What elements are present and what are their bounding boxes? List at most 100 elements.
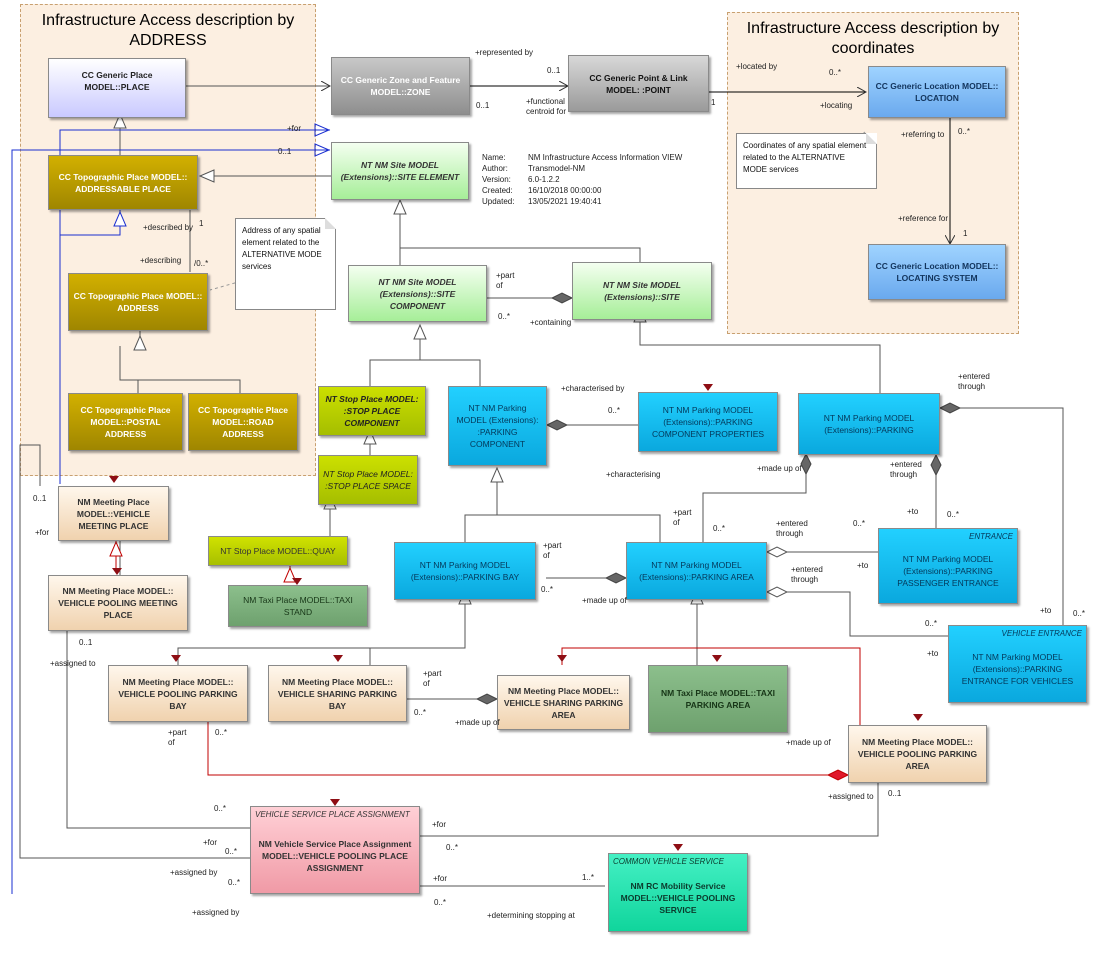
mobility-service-stereotype: COMMON VEHICLE SERVICE — [613, 857, 724, 866]
vehicle-pooling-parking-bay-label: NM Meeting Place MODEL:: VEHICLE POOLING… — [118, 676, 238, 711]
site-box[interactable]: NT NM Site MODEL (Extensions)::SITE — [572, 262, 712, 320]
meta-name-label: Name: — [482, 153, 506, 162]
quay-box[interactable]: NT Stop Place MODEL::QUAY — [208, 536, 348, 566]
taxi-stand-box[interactable]: NM Taxi Place MODEL::TAXI STAND — [228, 585, 368, 627]
vehicle-pooling-service-box[interactable]: COMMON VEHICLE SERVICE NM RC Mobility Se… — [608, 853, 748, 932]
cc-location-box[interactable]: CC Generic Location MODEL:: LOCATION — [868, 66, 1006, 118]
meta-updated-label: Updated: — [482, 197, 515, 206]
multiplicity-label: 0..* — [853, 519, 866, 528]
package-address-title: Infrastructure Access description by ADD… — [41, 12, 295, 49]
multiplicity-label: 0..* — [214, 804, 227, 813]
vehicle-sharing-parking-area-box[interactable]: NM Meeting Place MODEL:: VEHICLE SHARING… — [497, 675, 630, 730]
vehicle-sharing-parking-bay-box[interactable]: NM Meeting Place MODEL:: VEHICLE SHARING… — [268, 665, 407, 722]
site-element-box[interactable]: NT NM Site MODEL (Extensions)::SITE ELEM… — [331, 142, 469, 200]
role-label: +made up of — [757, 464, 802, 473]
parking-entrance-vehicles-box[interactable]: VEHICLE ENTRANCE NT NM Parking MODEL (Ex… — [948, 625, 1087, 703]
cc-point-box[interactable]: CC Generic Point & Link MODEL: :POINT — [568, 55, 709, 112]
mobility-service-label: NM RC Mobility Service MODEL::VEHICLE PO… — [620, 880, 736, 915]
parking-passenger-entrance-box[interactable]: ENTRANCE NT NM Parking MODEL (Extensions… — [878, 528, 1018, 604]
meta-created: 16/10/2018 00:00:00 — [528, 186, 602, 195]
stop-place-space-box[interactable]: NT Stop Place MODEL: :STOP PLACE SPACE — [318, 455, 418, 505]
multiplicity-label: 1..* — [582, 873, 595, 882]
role-label: +reference for — [898, 214, 949, 223]
role-label: +assigned to — [828, 792, 874, 801]
role-label: +characterised by — [561, 384, 625, 393]
multiplicity-label: 1 — [711, 98, 716, 107]
multiplicity-label: 0..* — [215, 728, 228, 737]
role-label: +entered through — [958, 372, 990, 391]
role-label: +to — [1040, 606, 1052, 615]
cc-generic-place-label: CC Generic Place MODEL::PLACE — [81, 70, 153, 92]
role-label: +for — [35, 528, 50, 537]
multiplicity-label: /0..* — [194, 259, 209, 268]
vehicle-meeting-place-box[interactable]: NM Meeting Place MODEL::VEHICLE MEETING … — [58, 486, 169, 541]
role-label: +referring to — [901, 130, 945, 139]
parking-box[interactable]: NT NM Parking MODEL (Extensions)::PARKIN… — [798, 393, 940, 455]
parking-component-box[interactable]: NT NM Parking MODEL (Extensions): :PARKI… — [448, 386, 547, 466]
cc-point-label: CC Generic Point & Link MODEL: :POINT — [589, 72, 688, 95]
address-label: CC Topographic Place MODEL:: ADDRESS — [73, 291, 203, 313]
parking-area-label: NT NM Parking MODEL (Extensions)::PARKIN… — [639, 560, 754, 582]
multiplicity-label: 1 — [199, 219, 204, 228]
taxi-parking-area-label: NM Taxi Place MODEL::TAXI PARKING AREA — [661, 688, 775, 710]
role-label: +part of — [423, 669, 442, 688]
cc-zone-box[interactable]: CC Generic Zone and Feature MODEL::ZONE — [331, 57, 470, 115]
vehicle-sharing-parking-area-label: NM Meeting Place MODEL:: VEHICLE SHARING… — [503, 685, 624, 720]
taxi-parking-area-box[interactable]: NM Taxi Place MODEL::TAXI PARKING AREA — [648, 665, 788, 733]
role-label: +to — [927, 649, 939, 658]
cc-locating-system-box[interactable]: CC Generic Location MODEL:: LOCATING SYS… — [868, 244, 1006, 300]
parking-entrance-vehicles-label: NT NM Parking MODEL (Extensions)::PARKIN… — [961, 652, 1074, 686]
role-label: +for — [432, 820, 447, 829]
multiplicity-label: 0..* — [1073, 609, 1086, 618]
meta-author-label: Author: — [482, 164, 508, 173]
vehicle-pooling-parking-area-box[interactable]: NM Meeting Place MODEL:: VEHICLE POOLING… — [848, 725, 987, 783]
multiplicity-label: 0..* — [225, 847, 238, 856]
multiplicity-label: 0..* — [446, 843, 459, 852]
role-label: +part of — [168, 728, 187, 747]
vehicle-pooling-parking-bay-box[interactable]: NM Meeting Place MODEL:: VEHICLE POOLING… — [108, 665, 248, 722]
road-address-box[interactable]: CC Topographic Place MODEL::ROAD ADDRESS — [188, 393, 298, 451]
multiplicity-label: 0..* — [541, 585, 554, 594]
role-label: +made up of — [455, 718, 500, 727]
site-element-label: NT NM Site MODEL (Extensions)::SITE ELEM… — [340, 160, 460, 182]
role-label: +part of — [673, 508, 692, 527]
stop-place-component-box[interactable]: NT Stop Place MODEL: :STOP PLACE COMPONE… — [318, 386, 426, 436]
multiplicity-label: 0..1 — [33, 494, 47, 503]
vehicle-pooling-place-assignment-box[interactable]: VEHICLE SERVICE PLACE ASSIGNMENT NM Vehi… — [250, 806, 420, 894]
site-component-label: NT NM Site MODEL (Extensions)::SITE COMP… — [378, 276, 457, 311]
multiplicity-label: 0..* — [498, 312, 511, 321]
parking-bay-box[interactable]: NT NM Parking MODEL (Extensions)::PARKIN… — [394, 542, 536, 600]
role-label: +characterising — [606, 470, 661, 479]
multiplicity-label: 0..* — [925, 619, 938, 628]
multiplicity-label: 0..1 — [79, 638, 93, 647]
multiplicity-label: 0..1 — [278, 147, 292, 156]
role-label: +describing — [140, 256, 182, 265]
parking-passenger-entrance-label: NT NM Parking MODEL (Extensions)::PARKIN… — [897, 554, 999, 588]
site-component-box[interactable]: NT NM Site MODEL (Extensions)::SITE COMP… — [348, 265, 487, 322]
package-coordinates-title: Infrastructure Access description by coo… — [746, 20, 1000, 57]
address-box[interactable]: CC Topographic Place MODEL:: ADDRESS — [68, 273, 208, 331]
cc-generic-place-box[interactable]: CC Generic Place MODEL::PLACE — [48, 58, 186, 118]
addressable-place-box[interactable]: CC Topographic Place MODEL:: ADDRESSABLE… — [48, 155, 198, 210]
vehicle-pooling-meeting-place-box[interactable]: NM Meeting Place MODEL:: VEHICLE POOLING… — [48, 575, 188, 631]
postal-address-box[interactable]: CC Topographic Place MODEL::POSTAL ADDRE… — [68, 393, 183, 451]
stop-place-space-label: NT Stop Place MODEL: :STOP PLACE SPACE — [323, 469, 413, 491]
vehicle-meeting-place-label: NM Meeting Place MODEL::VEHICLE MEETING … — [76, 496, 151, 531]
parking-component-label: NT NM Parking MODEL (Extensions): :PARKI… — [456, 403, 539, 449]
role-label: +located by — [736, 62, 778, 71]
stop-place-component-label: NT Stop Place MODEL: :STOP PLACE COMPONE… — [325, 394, 419, 428]
cc-locating-system-label: CC Generic Location MODEL:: LOCATING SYS… — [875, 261, 999, 283]
parking-component-properties-box[interactable]: NT NM Parking MODEL (Extensions)::PARKIN… — [638, 392, 778, 452]
parking-passenger-entrance-stereotype: ENTRANCE — [968, 532, 1013, 541]
multiplicity-label: 0..* — [608, 406, 621, 415]
meta-version: 6.0-1.2.2 — [528, 175, 560, 184]
parking-area-box[interactable]: NT NM Parking MODEL (Extensions)::PARKIN… — [626, 542, 767, 600]
multiplicity-label: 0..* — [713, 524, 726, 533]
diagram-metadata: Name:NM Infrastructure Access Informatio… — [482, 152, 682, 207]
role-label: +part of — [496, 271, 515, 290]
role-label: +entered through — [791, 565, 823, 584]
role-label: +made up of — [786, 738, 831, 747]
role-label: +assigned by — [170, 868, 218, 877]
vspa-label: NM Vehicle Service Place Assignment MODE… — [258, 839, 412, 873]
role-label: +described by — [143, 223, 194, 232]
